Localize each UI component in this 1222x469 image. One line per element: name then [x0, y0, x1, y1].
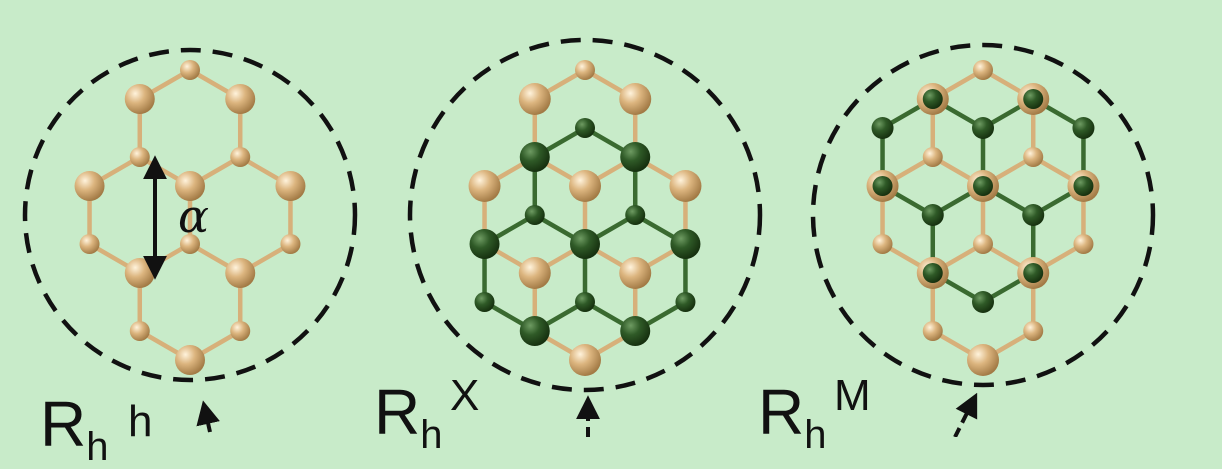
rhx-top-chalcogen-atom: [524, 205, 545, 225]
label-rhm: Rh M: [758, 374, 871, 456]
rhm-bottom-chalcogen-atom: [872, 234, 893, 254]
label-rhx-sub: h: [420, 413, 443, 457]
rhx-top-metal-atom: [519, 316, 550, 346]
rhh-layer-metal-atom: [124, 258, 155, 288]
rhh-layer-chalcogen-atom: [129, 147, 150, 167]
rhm-bottom-chalcogen-atom: [1073, 234, 1094, 254]
rhm-top-chalcogen-atom: [1023, 89, 1044, 109]
rhx-bottom-metal-atom: [669, 170, 702, 202]
rhh-layer-metal-atom: [225, 258, 256, 288]
rhm-bottom-chalcogen-atom: [973, 60, 993, 80]
rhx-top-chalcogen-atom: [575, 118, 595, 138]
rhm-top-chalcogen-atom: [1023, 263, 1044, 283]
rhx-top-chalcogen-atom: [575, 292, 595, 312]
rhh-layer-metal-atom: [74, 171, 105, 201]
rhh-layer-chalcogen-atom: [230, 321, 251, 341]
label-rhm-sub: h: [804, 413, 827, 457]
rhm-top-metal-atom: [972, 291, 994, 313]
label-rhm-sup: M: [834, 371, 871, 420]
rhx-top-metal-atom: [620, 316, 651, 346]
rhx-bottom-metal-atom: [518, 83, 551, 115]
rhx-top-metal-atom: [670, 229, 701, 259]
label-rhx-sup: X: [450, 371, 480, 420]
rhm-top-chalcogen-atom: [922, 89, 943, 109]
lattice-svg: [22, 37, 1156, 438]
rhx-top-metal-atom: [570, 229, 600, 259]
stacking-diagram: α Rh h Rh X Rh M: [22, 37, 1156, 467]
rhh-layer-chalcogen-atom: [180, 60, 200, 80]
rhx-top-chalcogen-atom: [625, 205, 646, 225]
rhh-layer-chalcogen-atom: [230, 147, 251, 167]
rhm-top-metal-atom: [1022, 204, 1045, 226]
rhm-bottom-chalcogen-atom: [973, 234, 993, 254]
label-rhx-base: R: [374, 376, 421, 448]
rhm-pointer: [953, 392, 978, 438]
rhx-bottom-metal-atom: [619, 83, 652, 115]
rhx-bottom-metal-atom: [569, 344, 601, 376]
rhm-boundary: [810, 42, 1156, 388]
rhh-layer-chalcogen-atom: [280, 234, 301, 254]
rhm-top-metal-atom: [921, 204, 944, 226]
label-rhh-sub: h: [86, 425, 109, 469]
label-rhh-base: R: [40, 388, 87, 460]
rhx-bottom-metal-atom: [518, 257, 551, 289]
rhm-top-metal-atom: [972, 117, 994, 139]
rhx-top-chalcogen-atom: [675, 292, 696, 312]
rhm-bottom-chalcogen-atom: [922, 147, 943, 167]
rhh-layer-metal-atom: [275, 171, 306, 201]
label-rhh-sup: h: [128, 397, 153, 446]
rhx-top-metal-atom: [620, 142, 651, 172]
rhx-bottom-metal-atom: [619, 257, 652, 289]
rhm-top-metal-atom: [871, 117, 894, 139]
rhm-top-chalcogen-atom: [872, 176, 893, 196]
rhm-bottom-chalcogen-atom: [922, 321, 943, 341]
rhx-top-metal-atom: [519, 142, 550, 172]
rhx-top-metal-atom: [469, 229, 500, 259]
label-rhx: Rh X: [374, 374, 479, 456]
rhh-layer-chalcogen-atom: [180, 234, 200, 254]
rhh-boundary: [22, 47, 358, 383]
rhh-layer-metal-atom: [175, 345, 205, 375]
rhh-layer-chalcogen-atom: [129, 321, 150, 341]
rhx-bottom-chalcogen-atom: [575, 60, 595, 80]
rhh-layer-metal-atom: [124, 84, 155, 114]
rhm-bottom-metal-atom: [967, 344, 999, 376]
rhh-layer-metal-atom: [175, 171, 205, 201]
rhm-top-chalcogen-atom: [973, 176, 993, 196]
rhx-top-chalcogen-atom: [474, 292, 495, 312]
rhh-pointer: [196, 400, 220, 433]
rhx-bottom-metal-atom: [468, 170, 501, 202]
lattice-constant-symbol: α: [178, 189, 210, 243]
rhm-bottom-chalcogen-atom: [1023, 321, 1044, 341]
rhm-bottom-chalcogen-atom: [1023, 147, 1044, 167]
rhm-top-metal-atom: [1072, 117, 1095, 139]
rhm-top-chalcogen-atom: [922, 263, 943, 283]
label-rhh: Rh h: [40, 392, 152, 467]
rhh-layer-chalcogen-atom: [79, 234, 100, 254]
label-rhm-base: R: [758, 376, 805, 448]
rhm-top-chalcogen-atom: [1073, 176, 1094, 196]
rhx-bottom-metal-atom: [569, 170, 601, 202]
rhx-boundary: [407, 37, 763, 393]
rhh-layer-metal-atom: [225, 84, 256, 114]
